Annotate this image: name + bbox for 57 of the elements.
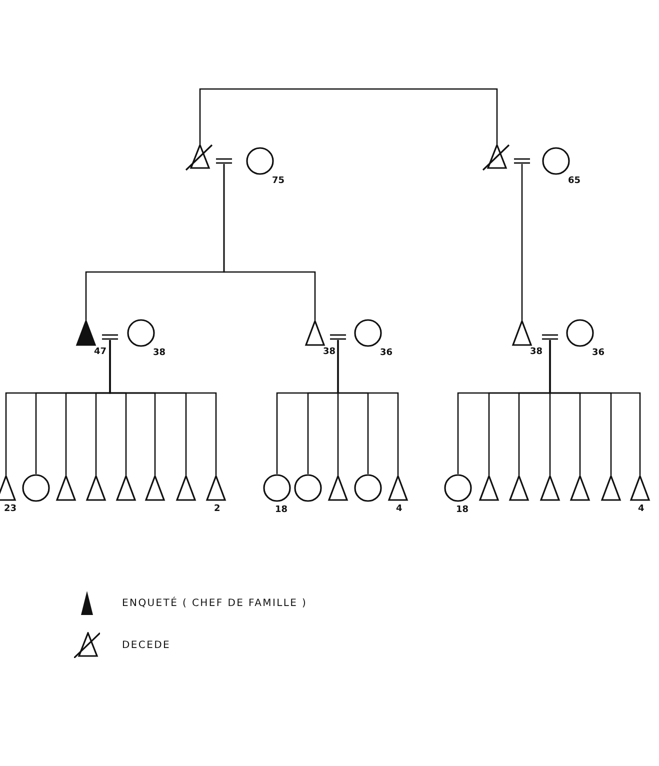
surveyed-male-symbol bbox=[76, 320, 96, 346]
male-symbol bbox=[176, 475, 196, 501]
female-symbol bbox=[566, 319, 594, 347]
age-label: 2 bbox=[214, 504, 220, 514]
kinship-line bbox=[109, 340, 217, 475]
age-label: 36 bbox=[380, 348, 393, 358]
marriage-sign bbox=[542, 334, 558, 340]
deceased-male-symbol bbox=[483, 144, 509, 170]
male-symbol bbox=[479, 475, 499, 501]
male-symbol bbox=[86, 475, 106, 501]
age-label: 65 bbox=[568, 176, 581, 186]
kinship-line bbox=[521, 164, 523, 320]
age-label: 47 bbox=[94, 347, 107, 357]
male-symbol bbox=[0, 475, 16, 501]
female-symbol bbox=[444, 474, 472, 502]
male-symbol bbox=[305, 320, 325, 346]
kinship-line bbox=[223, 164, 316, 320]
legend-label: DECEDE bbox=[122, 640, 171, 650]
age-label: 75 bbox=[272, 176, 285, 186]
age-label: 4 bbox=[396, 504, 402, 514]
age-label: 38 bbox=[153, 348, 166, 358]
legend-label: ENQUETÉ ( CHEF DE FAMILLE ) bbox=[122, 598, 308, 608]
female-symbol bbox=[354, 474, 382, 502]
marriage-sign bbox=[514, 158, 530, 164]
age-label: 18 bbox=[275, 505, 288, 515]
female-symbol bbox=[246, 147, 274, 175]
male-symbol bbox=[328, 475, 348, 501]
marriage-sign bbox=[102, 334, 118, 340]
age-label: 38 bbox=[323, 347, 336, 357]
deceased-male-symbol bbox=[186, 144, 212, 170]
male-symbol bbox=[570, 475, 590, 501]
male-symbol bbox=[116, 475, 136, 501]
age-label: 38 bbox=[530, 347, 543, 357]
male-symbol bbox=[206, 475, 226, 501]
female-symbol bbox=[127, 319, 155, 347]
male-symbol bbox=[388, 475, 408, 501]
marriage-sign bbox=[216, 158, 232, 164]
male-symbol bbox=[540, 475, 560, 501]
kinship-line bbox=[199, 88, 498, 144]
female-symbol bbox=[263, 474, 291, 502]
female-symbol bbox=[354, 319, 382, 347]
male-symbol bbox=[56, 475, 76, 501]
male-symbol bbox=[512, 320, 532, 346]
male-symbol bbox=[145, 475, 165, 501]
marriage-sign bbox=[330, 334, 346, 340]
age-label: 36 bbox=[592, 348, 605, 358]
age-label: 4 bbox=[638, 504, 644, 514]
female-symbol bbox=[22, 474, 50, 502]
male-symbol bbox=[509, 475, 529, 501]
kinship-line bbox=[549, 340, 641, 475]
age-label: 23 bbox=[4, 504, 17, 514]
age-label: 18 bbox=[456, 505, 469, 515]
female-symbol bbox=[542, 147, 570, 175]
male-symbol bbox=[601, 475, 621, 501]
male-symbol bbox=[630, 475, 650, 501]
kinship-line bbox=[337, 340, 399, 475]
female-symbol bbox=[294, 474, 322, 502]
